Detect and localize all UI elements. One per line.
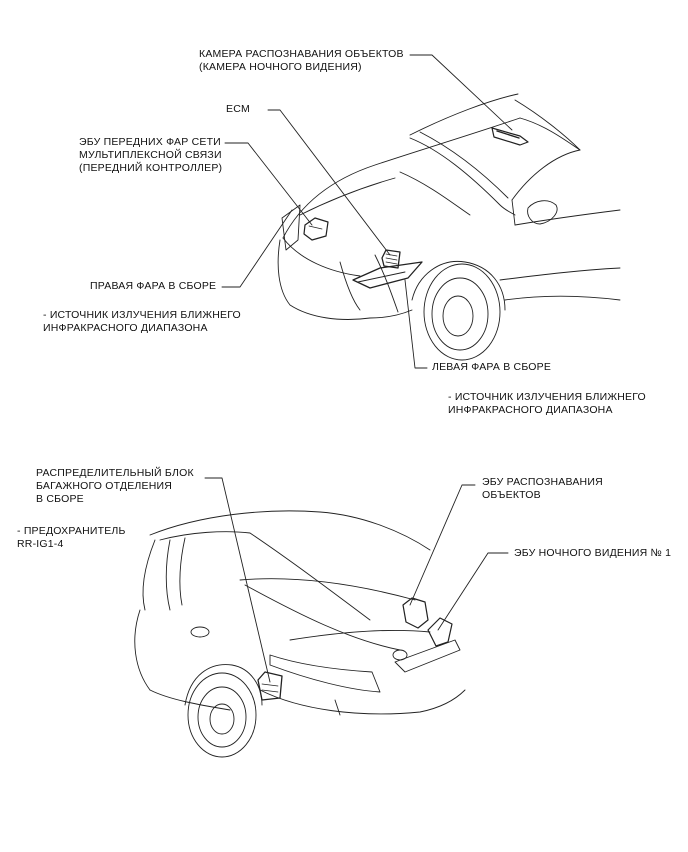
label-line: ИНФРАКРАСНОГО ДИАПАЗОНА — [448, 404, 613, 416]
label-line: РАСПРЕДЕЛИТЕЛЬНЫЙ БЛОК — [36, 467, 194, 479]
label-line: ОБЪЕКТОВ — [482, 489, 541, 501]
front-leader-lines — [221, 54, 513, 369]
label-ecm: ECM — [226, 103, 250, 116]
label-line: ЭБУ ПЕРЕДНИХ ФАР СЕТИ — [79, 136, 221, 148]
label-line: ПРАВАЯ ФАРА В СБОРЕ — [90, 280, 217, 292]
label-night-camera: КАМЕРА РАСПОЗНАВАНИЯ ОБЪЕКТОВ (КАМЕРА НО… — [199, 48, 404, 74]
label-line: (ПЕРЕДНИЙ КОНТРОЛЛЕР) — [79, 162, 223, 174]
label-line: КАМЕРА РАСПОЗНАВАНИЯ ОБЪЕКТОВ — [199, 48, 404, 60]
label-line: ЭБУ НОЧНОГО ВИДЕНИЯ № 1 — [514, 547, 672, 559]
label-left-headlight-note: - ИСТОЧНИК ИЗЛУЧЕНИЯ БЛИЖНЕГО ИНФРАКРАСН… — [448, 391, 646, 417]
label-left-headlight: ЛЕВАЯ ФАРА В СБОРЕ — [432, 361, 551, 374]
label-line: - ПРЕДОХРАНИТЕЛЬ — [17, 525, 126, 537]
label-luggage-relay-block: РАСПРЕДЕЛИТЕЛЬНЫЙ БЛОК БАГАЖНОГО ОТДЕЛЕН… — [36, 467, 194, 506]
label-line: RR-IG1-4 — [17, 538, 64, 550]
label-luggage-relay-note: - ПРЕДОХРАНИТЕЛЬ RR-IG1-4 — [17, 525, 126, 551]
label-line: - ИСТОЧНИК ИЗЛУЧЕНИЯ БЛИЖНЕГО — [43, 309, 241, 321]
label-line: ECM — [226, 103, 250, 115]
label-right-headlight-note: - ИСТОЧНИК ИЗЛУЧЕНИЯ БЛИЖНЕГО ИНФРАКРАСН… — [43, 309, 241, 335]
label-line: (КАМЕРА НОЧНОГО ВИДЕНИЯ) — [199, 61, 362, 73]
label-line: ИНФРАКРАСНОГО ДИАПАЗОНА — [43, 322, 208, 334]
label-line: ЛЕВАЯ ФАРА В СБОРЕ — [432, 361, 552, 373]
label-line: БАГАЖНОГО ОТДЕЛЕНИЯ — [36, 480, 173, 492]
label-line: ЭБУ РАСПОЗНАВАНИЯ — [482, 476, 603, 488]
rear-leader-lines — [204, 477, 509, 683]
label-right-headlight: ПРАВАЯ ФАРА В СБОРЕ — [90, 280, 216, 293]
label-night-vision-ecu: ЭБУ НОЧНОГО ВИДЕНИЯ № 1 — [514, 547, 671, 560]
label-line: - ИСТОЧНИК ИЗЛУЧЕНИЯ БЛИЖНЕГО — [448, 391, 646, 403]
label-object-recognition-ecu: ЭБУ РАСПОЗНАВАНИЯ ОБЪЕКТОВ — [482, 476, 603, 502]
label-headlight-ecu: ЭБУ ПЕРЕДНИХ ФАР СЕТИ МУЛЬТИПЛЕКСНОЙ СВЯ… — [79, 136, 222, 175]
rear-car-outline — [134, 510, 466, 758]
label-line: МУЛЬТИПЛЕКСНОЙ СВЯЗИ — [79, 149, 222, 161]
label-line: В СБОРЕ — [36, 493, 84, 505]
front-car-outline — [277, 93, 621, 361]
